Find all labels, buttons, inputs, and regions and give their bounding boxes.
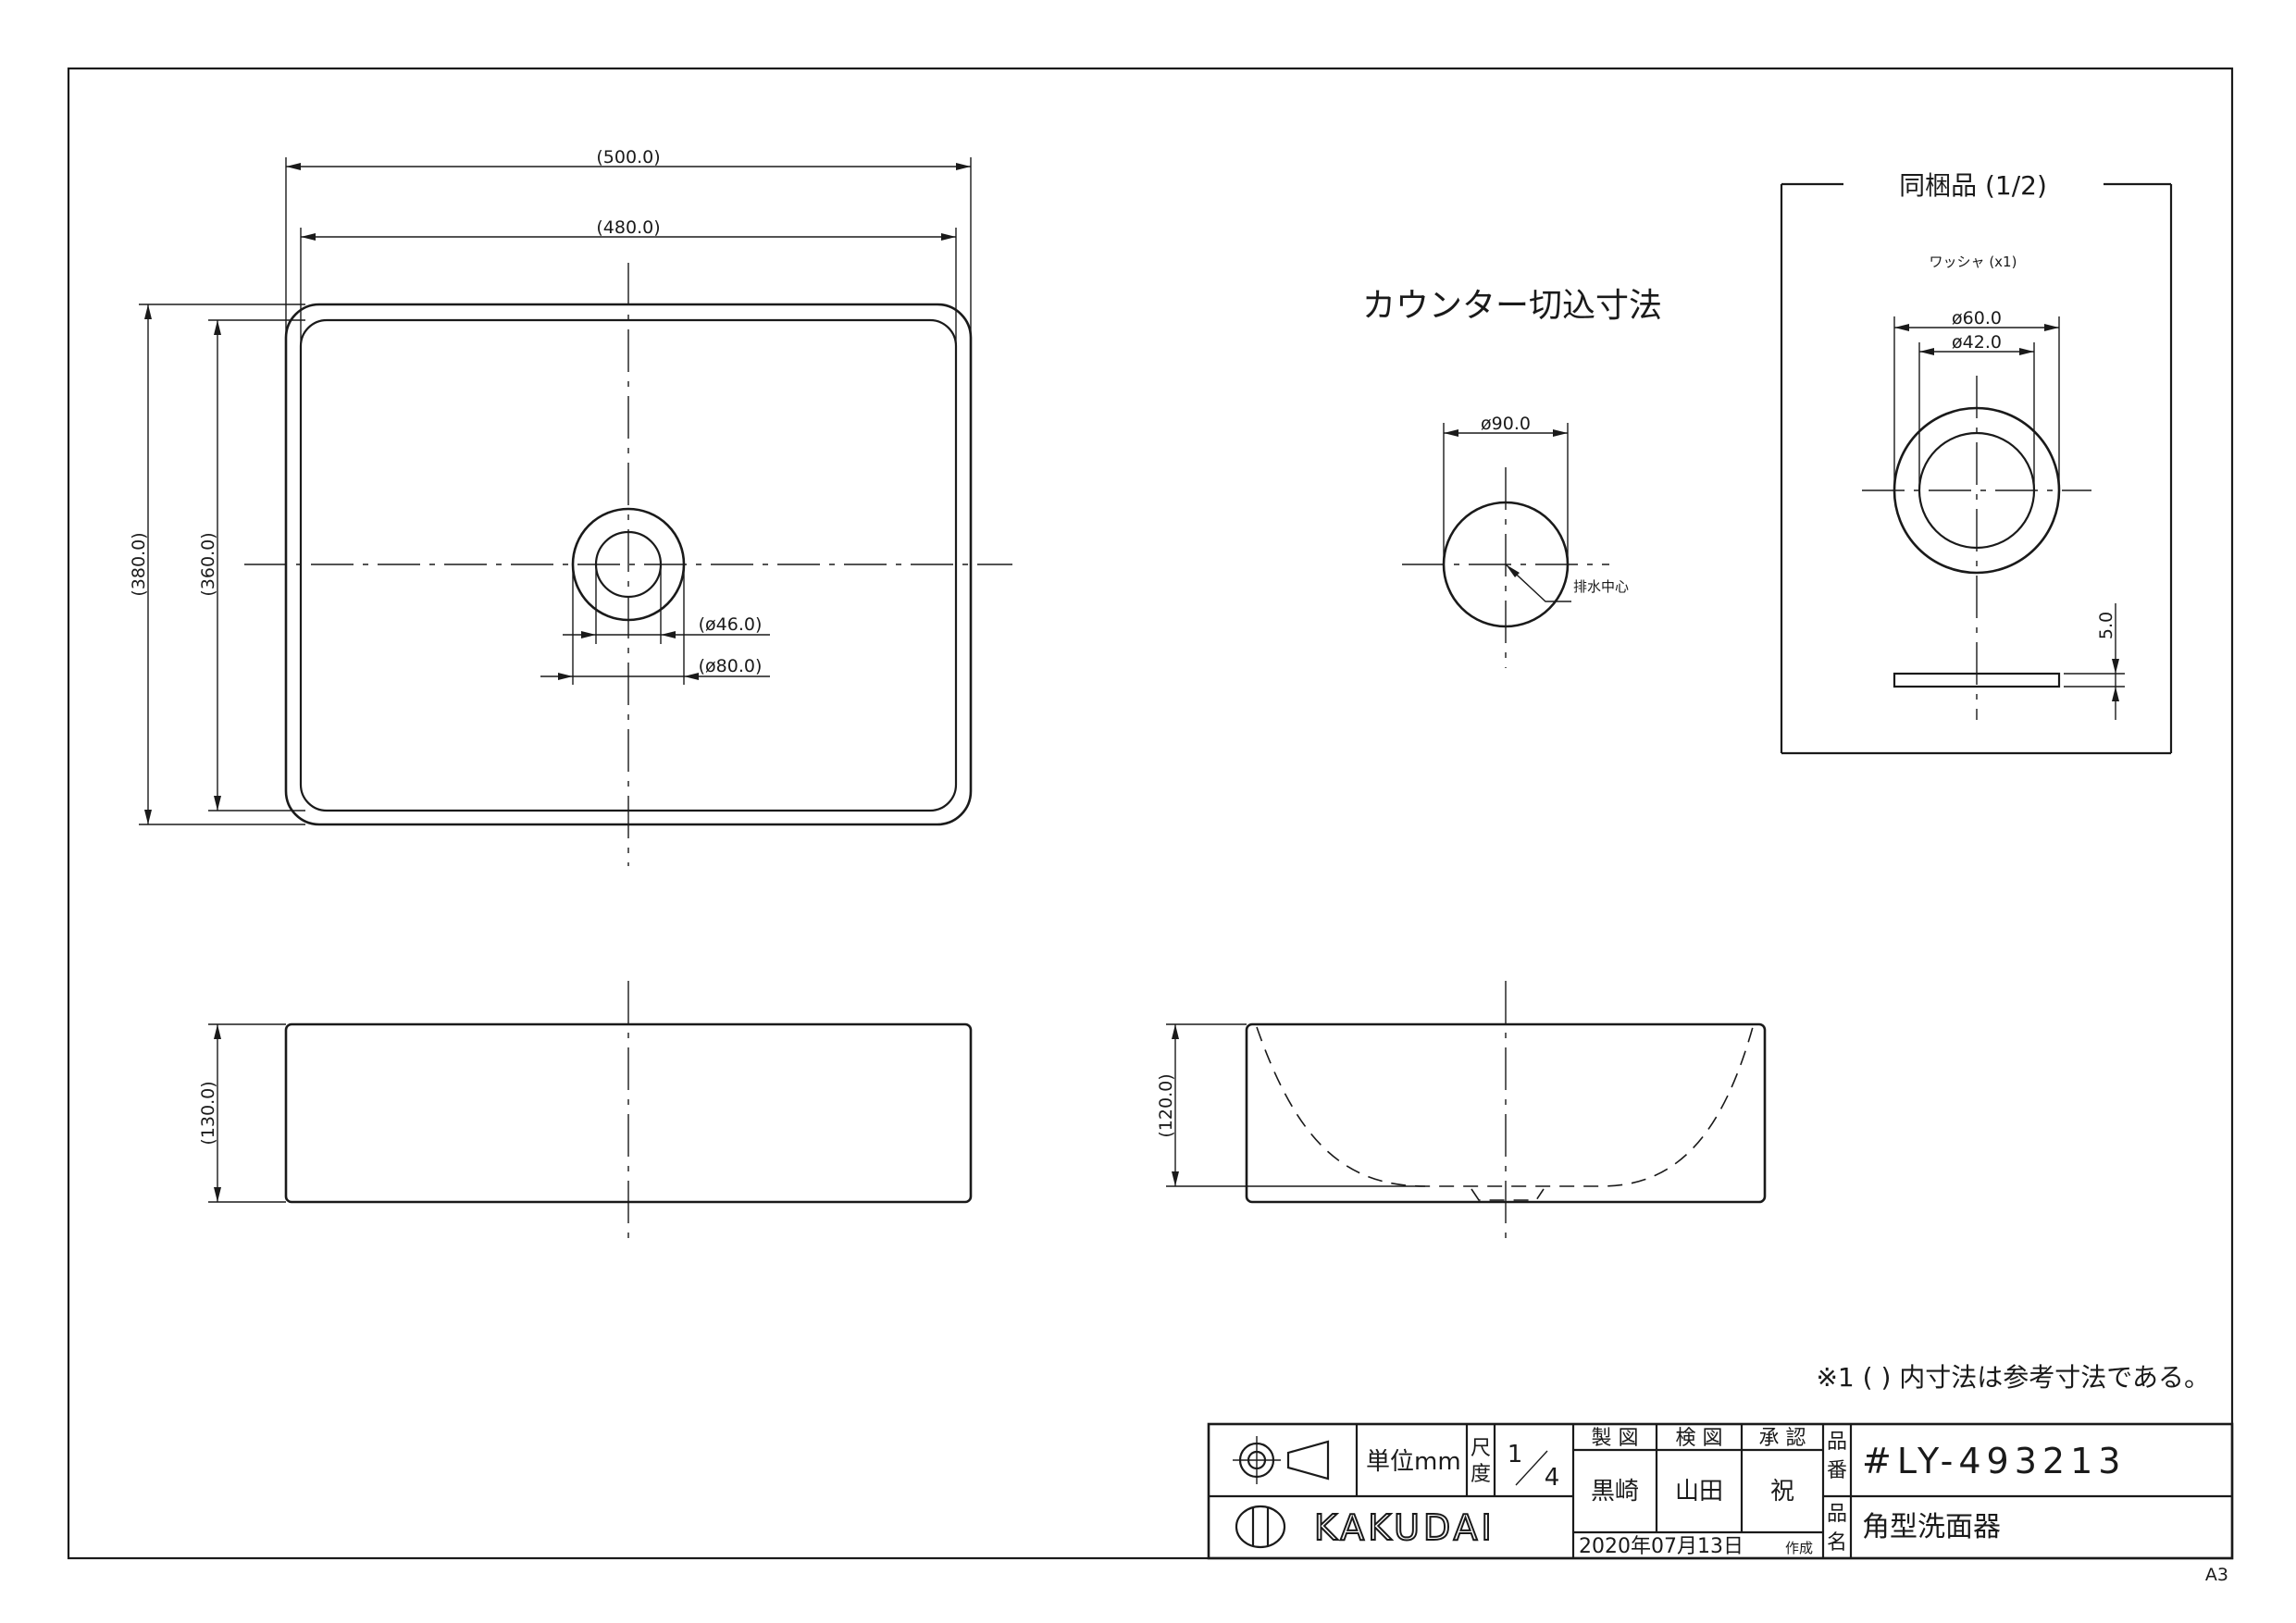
drawing-date: 2020年07月13日 (1579, 1535, 1744, 1558)
top-view: (500.0) (480.0) (380.0) (360.0) (ø46.0) (129, 147, 1012, 866)
front-view: (130.0) (198, 981, 973, 1242)
inner-width-dim: (480.0) (596, 217, 660, 238)
drawn-by: 黒崎 (1591, 1478, 1639, 1505)
cutout-title: カウンター切込寸法 (1362, 287, 1662, 325)
height-outer-dim: (130.0) (198, 1081, 218, 1145)
washer-thickness-dim: 5.0 (2096, 612, 2116, 639)
reference-note: ※1 ( ) 内寸法は参考寸法である。 (1816, 1362, 2210, 1393)
accessory-box: 同梱品 (1/2) ワッシャ (x1) ø60.0 ø42.0 5.0 (1780, 170, 2173, 755)
scale-numerator: 1 (1508, 1441, 1523, 1468)
part-no-label-2: 番 (1827, 1459, 1847, 1482)
title-block-frame (1207, 1422, 2234, 1560)
drain-inner-dim: (ø46.0) (699, 614, 763, 635)
cutout-diameter-dim: ø90.0 (1481, 414, 1531, 434)
accessory-item-label: ワッシャ (x1) (1930, 254, 2017, 270)
bowl-hidden-line (1256, 1026, 1754, 1187)
accessory-title: 同梱品 (1/2) (1899, 170, 2047, 201)
scale-label-2: 度 (1471, 1463, 1491, 1486)
outer-depth-dim: (380.0) (129, 532, 149, 596)
outer-width-dim: (500.0) (596, 147, 660, 167)
unit-label: 単位mm (1366, 1448, 1461, 1476)
name-label-1: 品 (1827, 1503, 1847, 1526)
company-name: KAKUDAI (1314, 1507, 1496, 1548)
part-number: #LY-493213 (1862, 1441, 2126, 1481)
drain-outer-dim: (ø80.0) (699, 656, 763, 676)
col-drawn: 製 図 (1592, 1427, 1639, 1450)
height-inner-dim: (120.0) (1156, 1073, 1176, 1137)
drawing-frame (67, 67, 2234, 1560)
approved-by: 祝 (1770, 1478, 1794, 1505)
washer-outer-dim: ø60.0 (1952, 308, 2002, 328)
sheet-size: A3 (2205, 1565, 2228, 1585)
washer-side-profile (1893, 672, 2061, 688)
product-name: 角型洗面器 (1862, 1511, 2001, 1543)
part-no-label-1: 品 (1827, 1431, 1847, 1454)
counter-cutout-view: カウンター切込寸法 ø90.0 排水中心 (1362, 287, 1662, 668)
section-view: (120.0) (1156, 981, 1767, 1242)
inner-depth-dim: (360.0) (198, 532, 218, 596)
drawing-date-suffix: 作成 (1785, 1540, 1813, 1556)
kakudai-logo: KAKUDAI (1235, 1505, 1496, 1549)
scale-denominator: 4 (1545, 1464, 1560, 1492)
name-label-2: 名 (1827, 1531, 1847, 1555)
col-approved: 承 認 (1759, 1427, 1806, 1450)
washer-inner-dim: ø42.0 (1952, 332, 2002, 353)
checked-by: 山田 (1675, 1478, 1723, 1505)
title-block: 単位mm 尺 度 1 4 製 図 検 図 承 認 黒崎 山田 祝 2020年07… (1207, 1422, 2234, 1560)
col-checked: 検 図 (1676, 1427, 1723, 1450)
drain-center-label: 排水中心 (1573, 578, 1629, 595)
third-angle-projection-icon (1233, 1436, 1330, 1484)
scale-label-1: 尺 (1471, 1437, 1491, 1460)
